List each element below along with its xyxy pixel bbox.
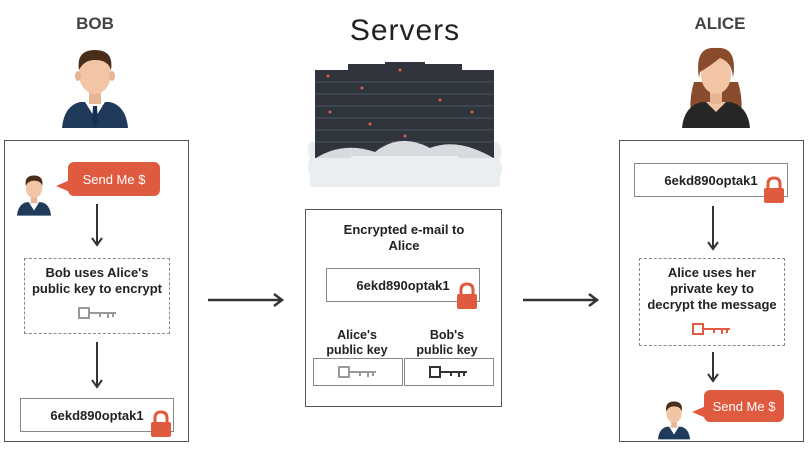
alice-small-avatar-icon: [657, 401, 691, 440]
key-icon: [78, 307, 116, 319]
alice-step-text: Alice uses her private key to decrypt th…: [647, 265, 777, 312]
alice-heading: ALICE: [694, 14, 746, 33]
server-rack-icon: [307, 62, 502, 187]
bob-avatar-icon: [62, 50, 128, 128]
key-icon: [429, 366, 467, 378]
alice-public-key-label: Alice's public key: [326, 328, 388, 357]
bob-message-bubble: Send Me $: [68, 162, 160, 196]
padlock-icon: [151, 410, 171, 437]
server-panel-title: Encrypted e-mail to Alice: [343, 222, 465, 253]
alice-public-key-box: [313, 358, 403, 386]
padlock-icon: [457, 282, 477, 309]
alice-bubble-tail: [692, 406, 706, 418]
arrow-icon: [91, 204, 103, 247]
bob-public-key-label: Bob's public key: [416, 328, 478, 357]
bob-small-avatar-icon: [17, 175, 51, 216]
arrow-icon: [523, 293, 600, 307]
bob-encrypt-step: Bob uses Alice's public key to encrypt: [24, 258, 170, 334]
key-icon: [692, 323, 730, 335]
bob-step-text: Bob uses Alice's public key to encrypt: [31, 265, 163, 296]
alice-avatar-icon: [682, 47, 750, 128]
padlock-icon: [764, 176, 784, 203]
bob-public-key-box: [404, 358, 494, 386]
key-icon: [338, 366, 376, 378]
bob-heading: BOB: [76, 14, 114, 33]
server-cipher-box: 6ekd890optak1: [326, 268, 480, 302]
arrow-icon: [707, 206, 719, 251]
bob-cipher-box: 6ekd890optak1: [20, 398, 174, 432]
arrow-icon: [707, 352, 719, 383]
bob-bubble-tail: [56, 180, 70, 192]
servers-heading: Servers: [349, 14, 461, 47]
arrow-icon: [208, 293, 285, 307]
alice-cipher-box: 6ekd890optak1: [634, 163, 788, 197]
alice-decrypt-step: Alice uses her private key to decrypt th…: [639, 258, 785, 346]
arrow-icon: [91, 342, 103, 389]
alice-message-bubble: Send Me $: [704, 390, 784, 422]
